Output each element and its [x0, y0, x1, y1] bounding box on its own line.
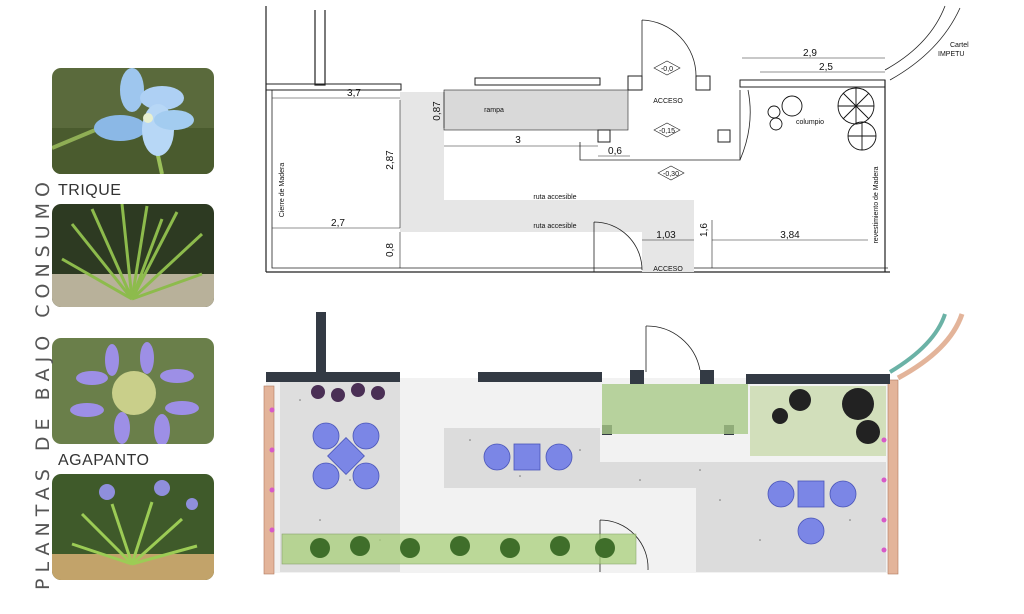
- dim-2-7: 2,7: [331, 218, 345, 229]
- top-plan-pillar-2: [695, 75, 711, 91]
- agapanto-garden-image: [52, 474, 214, 580]
- dim-3-7: 3,7: [347, 88, 361, 99]
- flower-cluster-top-left: [311, 383, 385, 402]
- level-0: -0,0: [661, 66, 673, 73]
- dim-2-87: 2,87: [385, 150, 396, 170]
- ramp-planting: [602, 384, 748, 434]
- label-acceso-top: ACCESO: [653, 98, 683, 105]
- top-plan-bottom-door: [593, 221, 643, 272]
- top-plan-level-markers: [653, 60, 685, 181]
- gravel-dots: [299, 399, 851, 541]
- top-plan: -0,0 -0,15 -0,30 3,7 0,87 2,87 2,7 0,8 3…: [265, 5, 969, 273]
- agapanto-garden-photo: [52, 474, 214, 580]
- furniture-set-2: [483, 443, 573, 471]
- level-030: -0,30: [663, 171, 679, 178]
- top-plan-wall-segment-2: [739, 79, 886, 88]
- label-impetu: IMPETU: [938, 51, 964, 58]
- label-columpio: columpio: [796, 119, 824, 126]
- dim-0-87: 0,87: [432, 101, 443, 121]
- level-015: -0,15: [659, 128, 675, 135]
- trique-foliage-photo: [52, 204, 214, 307]
- dim-1-6: 1,6: [699, 223, 710, 237]
- label-ruta-accesible-2: ruta accesible: [533, 223, 576, 230]
- top-plan-pillar-4: [717, 129, 731, 143]
- trique-foliage-image: [52, 204, 214, 307]
- plant-label-trique: TRIQUE: [58, 182, 122, 199]
- dim-2-9: 2,9: [803, 48, 817, 59]
- wood-cladding-right: [887, 379, 899, 575]
- dim-1-03: 1,03: [656, 230, 676, 241]
- bottom-plan: [263, 312, 965, 575]
- agapanto-flower-image: [52, 338, 214, 444]
- walls: [266, 312, 890, 435]
- furniture-set-1: [312, 422, 380, 490]
- bottom-plan-door-arc: [645, 325, 701, 372]
- pink-flowers: [269, 407, 887, 553]
- top-plan-pillar-3: [597, 129, 611, 143]
- top-plan-pillar-1: [627, 75, 643, 91]
- top-plan-dimension-lines: [272, 57, 885, 268]
- top-plan-window-1: [474, 77, 601, 86]
- agapanto-photo: [52, 338, 214, 444]
- top-plan-shrubs: [767, 87, 877, 151]
- plant-label-agapanto: AGAPANTO: [58, 452, 150, 469]
- top-plan-ramp: [443, 89, 629, 131]
- top-plan-wall-segment-1: [265, 83, 402, 91]
- label-cartel: Cartel: [950, 42, 969, 49]
- label-acceso-bottom: ACCESO: [653, 266, 683, 273]
- top-plan-curve-inner: [889, 7, 961, 81]
- label-rampa: rampa: [484, 107, 504, 114]
- dim-0-6: 0,6: [608, 146, 622, 157]
- dim-2-5: 2,5: [819, 62, 833, 73]
- top-plan-curved-wall: [739, 89, 751, 161]
- top-plan-curve-outer: [884, 5, 946, 71]
- furniture-set-3: [767, 480, 857, 545]
- planter-shrubs: [310, 536, 615, 558]
- label-cierre-madera: Cierre de Madera: [279, 163, 286, 218]
- top-plan-outer-wall: [265, 6, 890, 273]
- label-ruta-accesible-1: ruta accesible: [533, 194, 576, 201]
- dim-3-84: 3,84: [780, 230, 800, 241]
- curved-wood-wall: [896, 313, 965, 381]
- top-plan-step-line: [579, 90, 741, 161]
- trique-flower-image: [52, 68, 214, 174]
- dim-0-8: 0,8: [385, 243, 396, 257]
- top-plan-accessible-route: [400, 92, 694, 272]
- swing-shrubs: [772, 388, 880, 444]
- top-plan-door-arc: [641, 19, 697, 77]
- top-plan-left-column: [314, 10, 326, 86]
- curved-glass-wall: [888, 313, 947, 374]
- wood-fence-left: [263, 385, 275, 575]
- dim-3: 3: [515, 135, 521, 146]
- label-revestimiento-madera: revestimiento de Madera: [873, 166, 880, 243]
- trique-photo: [52, 68, 214, 174]
